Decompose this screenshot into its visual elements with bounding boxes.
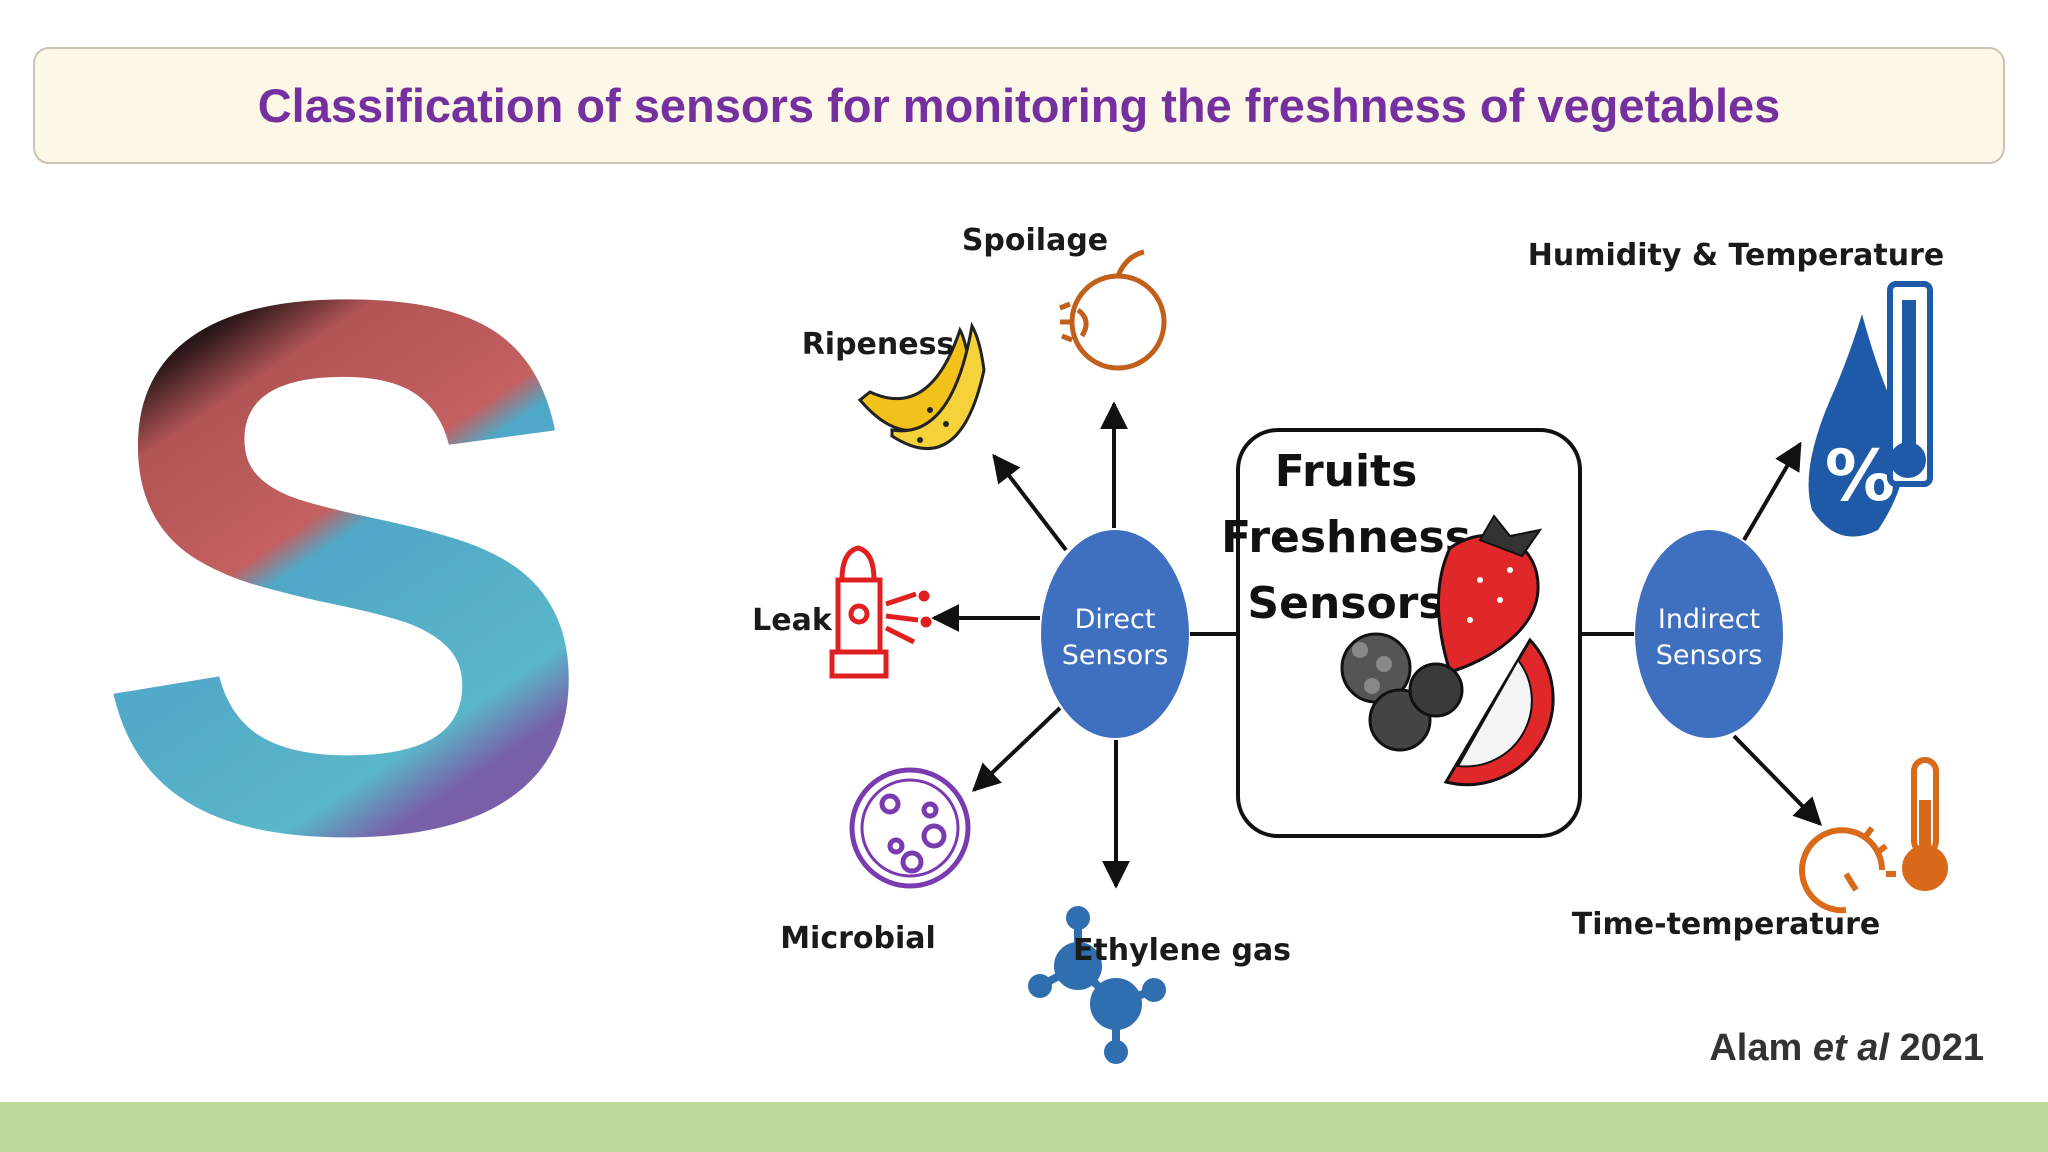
svg-text:%: % bbox=[1825, 435, 1895, 517]
citation: Alam et al 2021 bbox=[1709, 1027, 1984, 1070]
footer-bar bbox=[0, 1102, 2048, 1152]
microbial-petri-icon bbox=[849, 767, 971, 889]
strawberry-icon bbox=[1436, 514, 1543, 674]
center-label-1: Fruits bbox=[1275, 446, 1418, 497]
ripeness-label: Ripeness bbox=[802, 327, 955, 362]
direct-node-label-2: Sensors bbox=[1062, 640, 1169, 671]
ethylene-label: Ethylene gas bbox=[1073, 933, 1291, 968]
arrow-to-humidity bbox=[1742, 441, 1802, 542]
spoilage-apple-icon bbox=[1059, 249, 1167, 371]
humidity-label: Humidity & Temperature bbox=[1528, 238, 1945, 273]
citation-author: Alam bbox=[1709, 1027, 1803, 1069]
citation-etal: et al bbox=[1812, 1027, 1889, 1069]
title-banner: Classification of sensors for monitoring… bbox=[33, 47, 2005, 164]
microbial-label: Microbial bbox=[780, 921, 936, 956]
humidity-temperature-icon: % bbox=[1808, 281, 1933, 537]
indirect-arrows bbox=[1732, 441, 1822, 827]
arrow-to-microbial bbox=[971, 706, 1062, 792]
arrow-to-time-temp bbox=[1732, 734, 1822, 827]
spoilage-label: Spoilage bbox=[962, 223, 1108, 258]
direct-sensors-node: Direct Sensors bbox=[1041, 530, 1189, 738]
indirect-sensors-node: Indirect Sensors bbox=[1635, 530, 1783, 738]
time-temperature-icon bbox=[1799, 757, 1948, 914]
direct-node-label-1: Direct bbox=[1075, 604, 1156, 635]
center-label-3: Sensors bbox=[1247, 578, 1444, 629]
ripeness-banana-icon bbox=[857, 321, 986, 450]
citrus-slice-icon bbox=[1443, 637, 1555, 787]
indirect-node-label-1: Indirect bbox=[1658, 604, 1760, 635]
fruits-freshness-box: Fruits Freshness Sensors bbox=[1221, 428, 1582, 838]
ethylene-molecule-icon bbox=[1028, 906, 1166, 1064]
citation-year: 2021 bbox=[1899, 1027, 1984, 1069]
page-title: Classification of sensors for monitoring… bbox=[257, 79, 1781, 132]
leak-hydrant-icon bbox=[829, 545, 932, 679]
center-label-2: Freshness bbox=[1221, 512, 1471, 563]
arrow-to-ripeness bbox=[992, 453, 1068, 552]
leak-label: Leak bbox=[752, 603, 833, 638]
indirect-node-label-2: Sensors bbox=[1656, 640, 1763, 671]
blackberry-icon bbox=[1340, 632, 1464, 752]
direct-arrows bbox=[931, 401, 1130, 889]
logo-s-icon: S bbox=[92, 143, 599, 992]
time-temp-label: Time-temperature bbox=[1572, 907, 1880, 942]
